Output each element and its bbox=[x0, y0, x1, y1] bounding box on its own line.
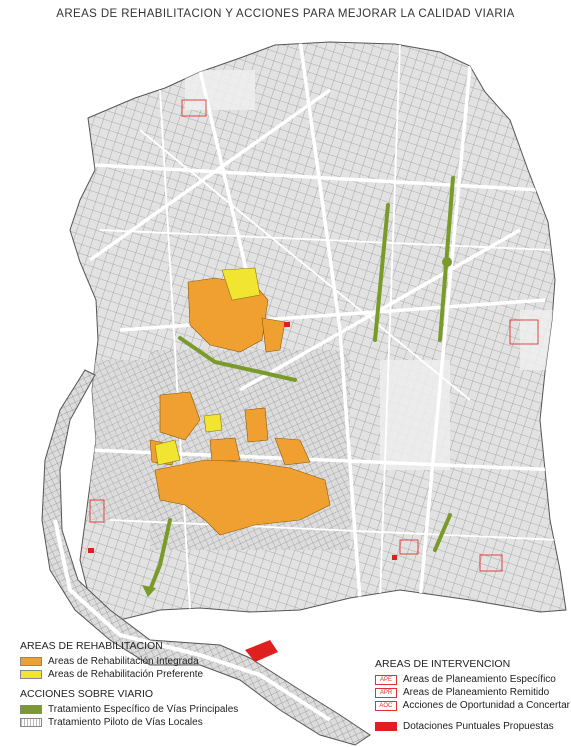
viario-heading: ACCIONES SOBRE VIARIO bbox=[20, 688, 154, 700]
rehab-preferente-areas bbox=[154, 267, 261, 466]
ape-label: Areas de Planeamiento Específico bbox=[403, 674, 556, 685]
vias-principales bbox=[148, 176, 455, 592]
vias-locales-swatch bbox=[20, 718, 42, 727]
integrada-swatch bbox=[20, 657, 42, 666]
ape-code-badge: APE bbox=[375, 674, 397, 685]
street-fabric bbox=[69, 41, 567, 621]
intervention-areas bbox=[89, 99, 539, 572]
preferente-swatch bbox=[20, 670, 42, 679]
vias-principales-swatch bbox=[20, 705, 42, 714]
preferente-label: Areas de Rehabilitación Preferente bbox=[48, 669, 204, 680]
legend-row-vias-principales: Tratamiento Específico de Vías Principal… bbox=[20, 703, 260, 716]
legend-row-preferente: Areas de Rehabilitación Preferente bbox=[20, 668, 260, 681]
vias-principales-label: Tratamiento Específico de Vías Principal… bbox=[48, 704, 239, 715]
legend-row-vias-locales: Tratamiento Piloto de Vías Locales bbox=[20, 716, 260, 729]
dotaciones-label: Dotaciones Puntuales Propuestas bbox=[403, 721, 554, 732]
plaza-marker bbox=[442, 257, 452, 267]
aoc-label: Acciones de Oportunidad a Concertar bbox=[402, 700, 570, 711]
river-corridor bbox=[41, 369, 371, 746]
intervencion-heading: AREAS DE INTERVENCION bbox=[375, 658, 511, 670]
rehab-heading: AREAS DE REHABILITACION bbox=[20, 640, 163, 652]
legend-right: AREAS DE INTERVENCION APE Areas de Plane… bbox=[375, 658, 570, 733]
legend-row-dotaciones: Dotaciones Puntuales Propuestas bbox=[375, 720, 570, 733]
rehab-integrada-areas bbox=[149, 277, 331, 536]
dotaciones-markers bbox=[88, 322, 397, 560]
aoc-code-badge: AOC bbox=[375, 700, 397, 711]
dotaciones-swatch bbox=[375, 722, 397, 731]
legend-row-apr: APR Areas de Planeamiento Remitido bbox=[375, 686, 570, 699]
legend-row-ape: APE Areas de Planeamiento Específico bbox=[375, 673, 570, 686]
legend-row-integrada: Areas de Rehabilitación Integrada bbox=[20, 655, 260, 668]
map-title: AREAS DE REHABILITACION Y ACCIONES PARA … bbox=[56, 8, 515, 20]
vias-locales-label: Tratamiento Piloto de Vías Locales bbox=[48, 717, 203, 728]
apr-code-badge: APR bbox=[375, 687, 397, 698]
legend-row-aoc: AOC Acciones de Oportunidad a Concertar bbox=[375, 699, 570, 712]
apr-label: Areas de Planeamiento Remitido bbox=[403, 687, 550, 698]
legend-left: AREAS DE REHABILITACION Areas de Rehabil… bbox=[20, 640, 260, 729]
arrow-marker bbox=[142, 585, 156, 597]
integrada-label: Areas de Rehabilitación Integrada bbox=[48, 656, 199, 667]
